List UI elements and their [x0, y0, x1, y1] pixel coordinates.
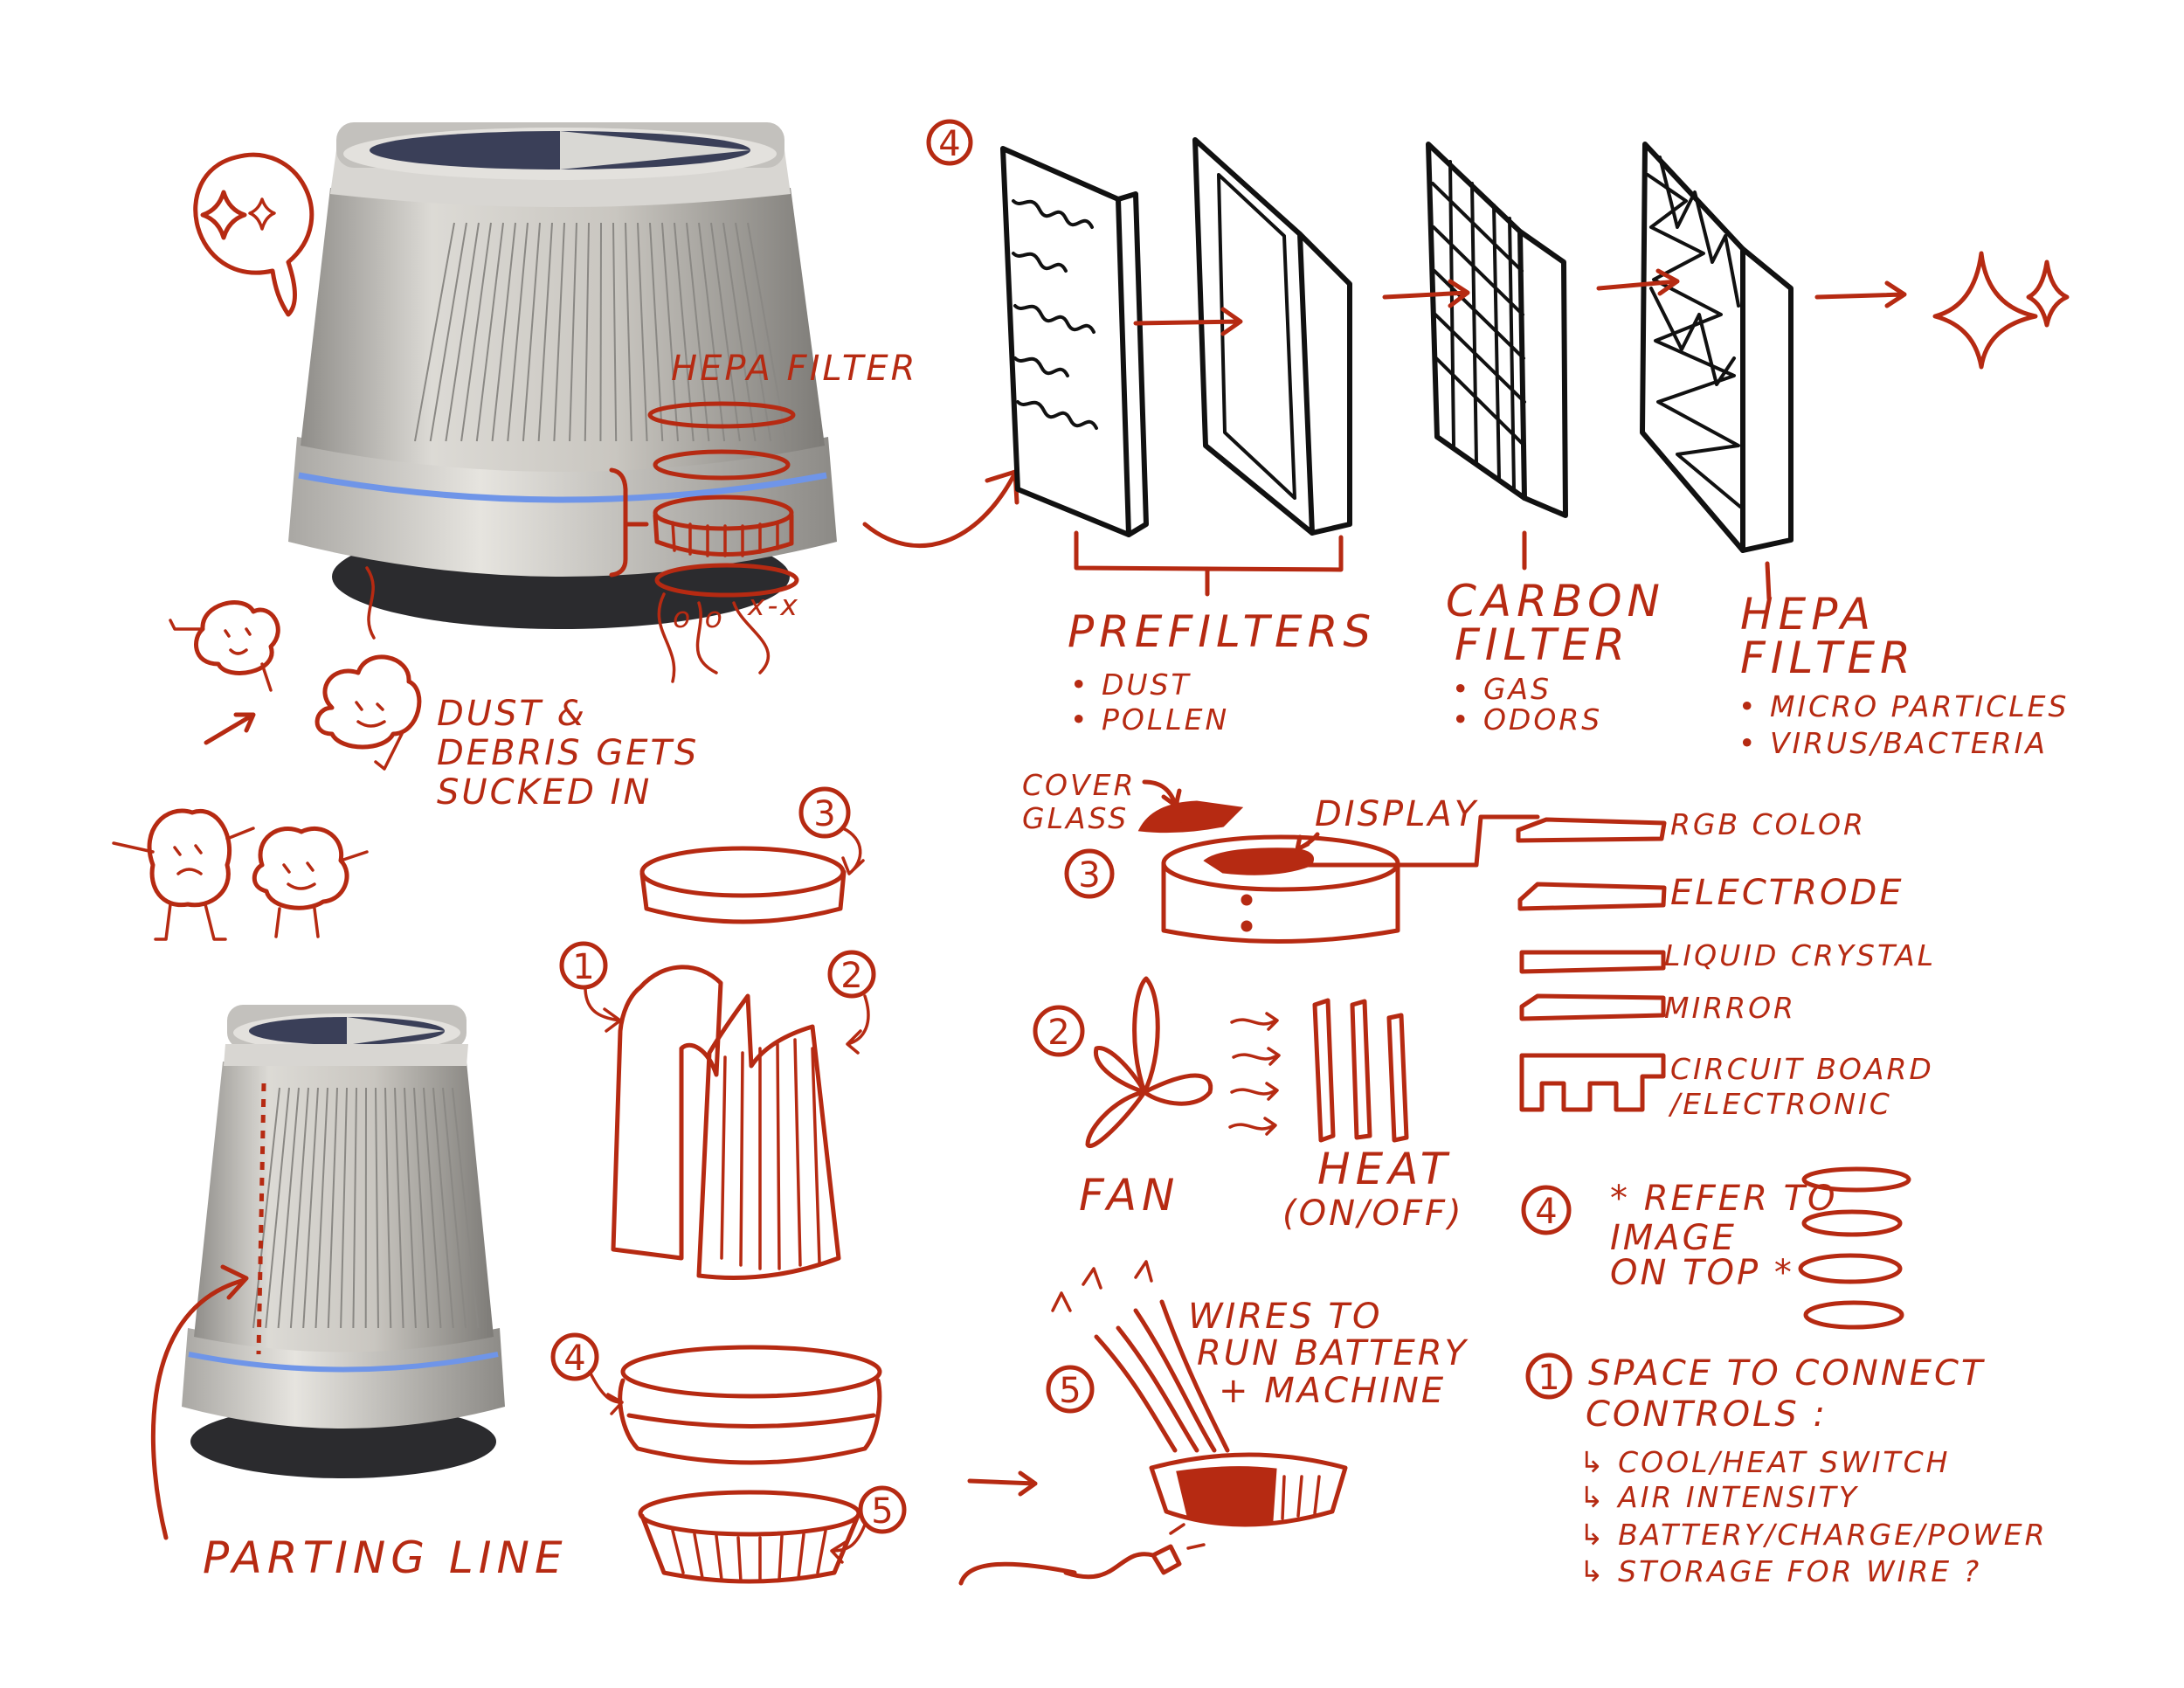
dust-creatures-doodle [112, 566, 422, 941]
controls-item-air-intensity: ↳ AIR INTENSITY [1579, 1480, 1859, 1514]
purifier-render-bottom [182, 1005, 505, 1478]
wires-step-number: 5 [1059, 1371, 1081, 1411]
refer-line3: ON TOP * [1610, 1253, 1794, 1293]
hepa-doodle-eyes: o o [673, 600, 725, 634]
parting-line-arrow [150, 1264, 249, 1540]
dust-caption-line3: SUCKED IN [437, 772, 652, 813]
hepa-item-virus-bacteria: • VIRUS/BACTERIA [1738, 726, 2048, 760]
shell-step-3: 3 [813, 794, 835, 834]
refer-line2: IMAGE [1610, 1218, 1737, 1258]
controls-title-line2: CONTROLS : [1586, 1394, 1828, 1435]
fan-heat-sketch: 2 [1033, 976, 1409, 1149]
layer-liquid-crystal: LIQUID CRYSTAL [1664, 938, 1936, 972]
display-assembly-sketch: 3 [1064, 779, 1667, 1112]
hepa-filter-label: HEPA FILTER [671, 349, 917, 389]
layer-electronic: /ELECTRONIC [1668, 1087, 1892, 1121]
cover-glass-line2: GLASS [1022, 801, 1129, 835]
refer-note: 4 [1521, 1166, 1911, 1330]
wires-base-sketch: 5 [958, 1260, 1348, 1586]
hepa-item-micro-particles: • MICRO PARTICLES [1738, 689, 2069, 723]
sparkle-speech-bubble [193, 152, 314, 317]
controls-item-battery: ↳ BATTERY/CHARGE/POWER [1579, 1518, 2048, 1552]
layer-circuit-board: CIRCUIT BOARD [1670, 1052, 1934, 1086]
heat-label: HEAT [1317, 1144, 1452, 1194]
purifier-render-top [288, 122, 837, 638]
hepa-title-line2: FILTER [1740, 633, 1916, 683]
dust-caption-line2: DEBRIS GETS [437, 733, 699, 773]
flow-arrow-into-filters [862, 469, 1019, 549]
layer-rgb-color: RGB COLOR [1670, 807, 1866, 841]
cover-glass-line1: COVER [1022, 768, 1136, 802]
layer-mirror: MIRROR [1664, 991, 1796, 1025]
refer-step-number: 4 [1535, 1192, 1557, 1232]
exploded-shell-sketch: 3 1 2 4 5 [550, 786, 907, 1584]
hepa-filter-stack-top: HEPA FILTER o o x-x [609, 349, 917, 683]
parting-line-label: PARTING LINE [203, 1532, 568, 1583]
controls-note: 1 [1525, 1352, 1572, 1400]
filter-stages-step-number: 4 [938, 124, 960, 164]
wires-line3: + MACHINE [1219, 1371, 1446, 1411]
display-label: DISPLAY [1315, 794, 1479, 834]
filter-stage-diagram: 4 [926, 119, 2070, 601]
layer-electrode: ELECTRODE [1670, 873, 1904, 913]
carbon-item-gas: • GAS [1452, 672, 1552, 706]
carbon-title-line1: CARBON [1446, 576, 1665, 626]
carbon-item-odors: • ODORS [1452, 702, 1602, 737]
fan-step-number: 2 [1047, 1013, 1069, 1053]
prefilters-item-pollen: • POLLEN [1070, 702, 1229, 737]
filter-ribs-bottom [252, 1087, 480, 1329]
refer-line1: * REFER TO [1610, 1179, 1838, 1219]
wires-line2: RUN BATTERY [1197, 1333, 1469, 1373]
hepa-title-line1: HEPA [1740, 589, 1876, 640]
shell-step-4: 4 [563, 1339, 585, 1379]
shell-step-1: 1 [572, 947, 594, 987]
controls-item-cool-heat: ↳ COOL/HEAT SWITCH [1579, 1445, 1950, 1479]
hepa-doodle-x: x-x [747, 588, 800, 622]
wires-line1: WIRES TO [1188, 1297, 1382, 1337]
prefilters-item-dust: • DUST [1070, 668, 1192, 702]
fan-label: FAN [1079, 1170, 1179, 1221]
controls-title-line1: SPACE TO CONNECT [1588, 1353, 1986, 1394]
controls-step-number: 1 [1538, 1358, 1559, 1398]
carbon-title-line2: FILTER [1455, 619, 1630, 670]
dust-caption-line1: DUST & [437, 694, 587, 734]
heat-on-off-label: (ON/OFF) [1282, 1193, 1464, 1234]
shell-step-2: 2 [840, 956, 862, 996]
prefilters-title: PREFILTERS [1068, 606, 1376, 657]
display-step-number: 3 [1078, 855, 1100, 896]
shell-step-5: 5 [871, 1491, 893, 1532]
controls-item-storage: ↳ STORAGE FOR WIRE ? [1579, 1554, 1981, 1588]
